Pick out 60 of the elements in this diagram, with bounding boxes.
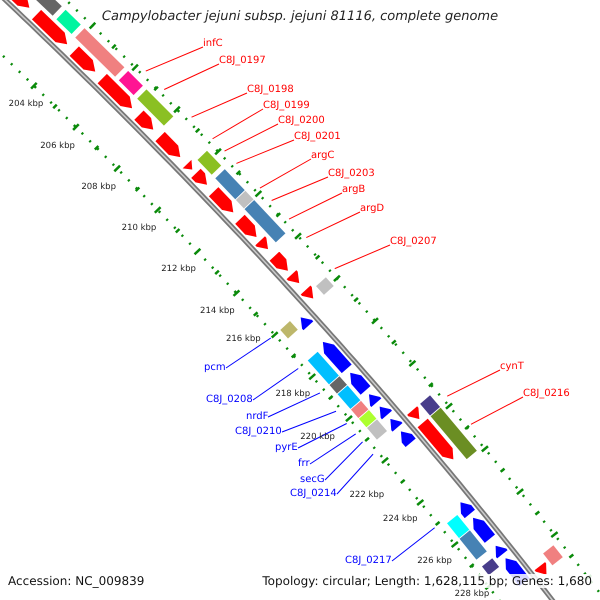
scale-label: 226 kbp [416,556,453,566]
leader-line [334,244,390,270]
gene-label: C8J_0199 [263,100,310,112]
leader-line [470,396,524,425]
scale-label: 228 kbp [454,589,490,599]
gene-label: C8J_0214 [290,488,337,500]
gene-label: C8J_0208 [206,394,253,406]
gene-label: C8J_0217 [345,555,392,567]
leader-line [271,176,328,201]
gene-label: argD [360,203,384,215]
scale-label: 222 kbp [348,490,386,500]
scale-label: 224 kbp [382,514,419,524]
gene-label: secG [300,474,325,486]
leader-line [252,368,299,400]
leader-line [324,441,364,480]
gene-label: C8J_0200 [278,115,325,127]
scale-label: 208 kbp [80,182,117,192]
scale-label: 206 kbp [39,140,76,151]
gene-label: pcm [204,362,226,374]
gene-label: pyrE [275,442,298,454]
gene-label: argB [342,184,366,196]
leader-line [310,433,356,464]
leader-line [446,370,500,397]
gene-label: infC [203,38,223,50]
gene-label: C8J_0197 [219,55,266,67]
gene-label: nrdF [246,411,268,423]
leader-line [236,140,294,164]
gene-label: C8J_0203 [328,168,375,180]
leader-line [298,423,348,448]
footer-text: Topology: circular; Length: 1,628,115 bp; Genes: 1,680 [260,574,594,588]
scale-label: 220 kbp [299,432,336,442]
leader-line [336,454,374,494]
leader-line [226,338,272,368]
leader-line [145,46,204,72]
scale-label: 212 kbp [160,264,197,274]
leader-line [191,92,248,118]
leader-line [259,158,312,189]
leader-line [224,124,278,152]
leader-line [212,108,264,140]
footer-text: Accession: NC_009839 [6,574,146,588]
gene-label: cynT [500,361,524,373]
gene-label: C8J_0198 [247,84,294,96]
gene-label: C8J_0201 [294,131,341,143]
scale-label: 214 kbp [199,306,236,316]
gene-label: frr [298,458,310,470]
scale-label: 204 kbp [8,99,44,110]
title: Campylobacter jejuni subsp. jejuni 81116, complete genome [100,9,500,25]
scale-label: 216 kbp [224,334,262,344]
gene-label: C8J_0207 [390,236,437,248]
scale-label: 210 kbp [120,223,158,234]
leader-line [306,212,360,238]
gene-label: argC [311,150,334,162]
scale-label: 218 kbp [274,388,312,399]
leader-line [268,392,320,418]
leader-line [392,527,436,562]
leader-line [164,64,220,90]
leader-line [288,192,342,220]
leader-line [282,410,337,432]
gene-label: C8J_0210 [235,426,282,438]
gene-label: C8J_0216 [523,388,570,400]
